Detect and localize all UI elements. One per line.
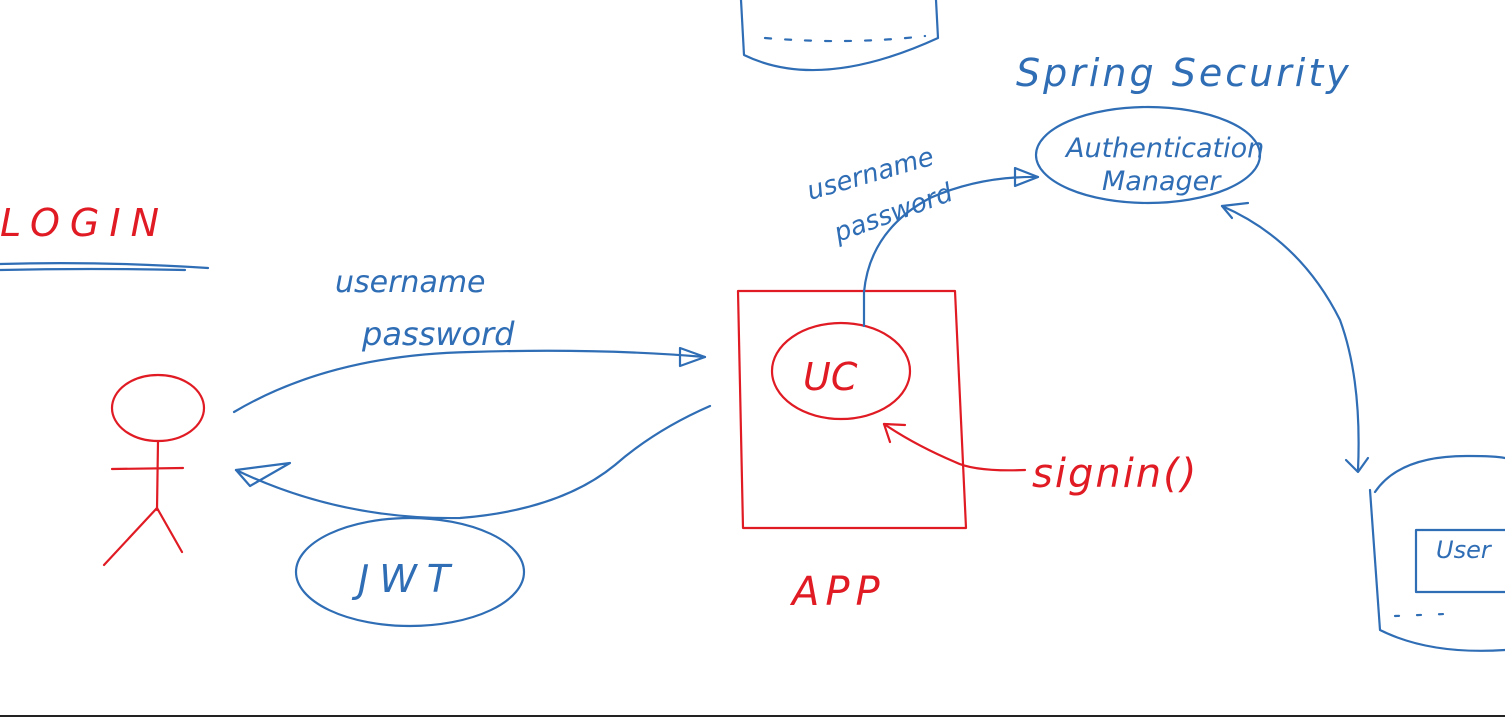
app-label: APP [789,569,886,615]
user-table-label: User [1436,536,1493,564]
user-right-leg [155,506,184,554]
auth-request-arrow [862,175,1040,328]
signin-method-label: signin() [1032,451,1198,497]
bottom-divider [0,715,1505,717]
request-password-label: password [361,315,515,353]
user-table [1414,528,1505,594]
jwt-bubble [294,516,526,628]
user-database-top [1373,454,1505,494]
response-arrowhead [234,461,292,488]
user-stick-figure [102,373,206,567]
auth-request-arrowhead [1013,166,1040,188]
user-database-side [1368,488,1505,652]
request-arrow [232,349,707,414]
app-box [736,289,968,530]
user-database-dashes [1393,612,1447,618]
diagram-title: LOGIN [0,201,169,245]
authentication-manager-line2: Manager [1102,166,1222,197]
user-arms [110,466,185,471]
database-top [739,0,940,72]
request-username-label: username [335,265,486,300]
user-body [155,439,160,512]
controller-label: UC [803,355,858,399]
response-arrow [234,404,712,520]
user-left-leg [102,506,159,567]
user-database: User [1368,454,1505,652]
authentication-manager-line1: Authentication [1064,133,1264,164]
title-underline [0,262,210,270]
signin-arrowhead [882,422,907,444]
spring-security-label: Spring Security [1016,51,1352,95]
auth-db-arrowhead-top [1220,201,1250,220]
user-head [110,373,206,443]
auth-db-arrow [1220,204,1360,472]
authentication-manager-bubble [1034,105,1262,205]
auth-db-arrowhead-bottom [1344,456,1370,474]
controller-circle [770,321,912,421]
jwt-label: JWT [351,557,460,601]
database-top-dashes [763,34,927,43]
title-underline-2 [0,267,187,272]
request-arrowhead [678,346,707,368]
signin-arrow [882,422,1027,472]
database-top-body [739,0,940,72]
